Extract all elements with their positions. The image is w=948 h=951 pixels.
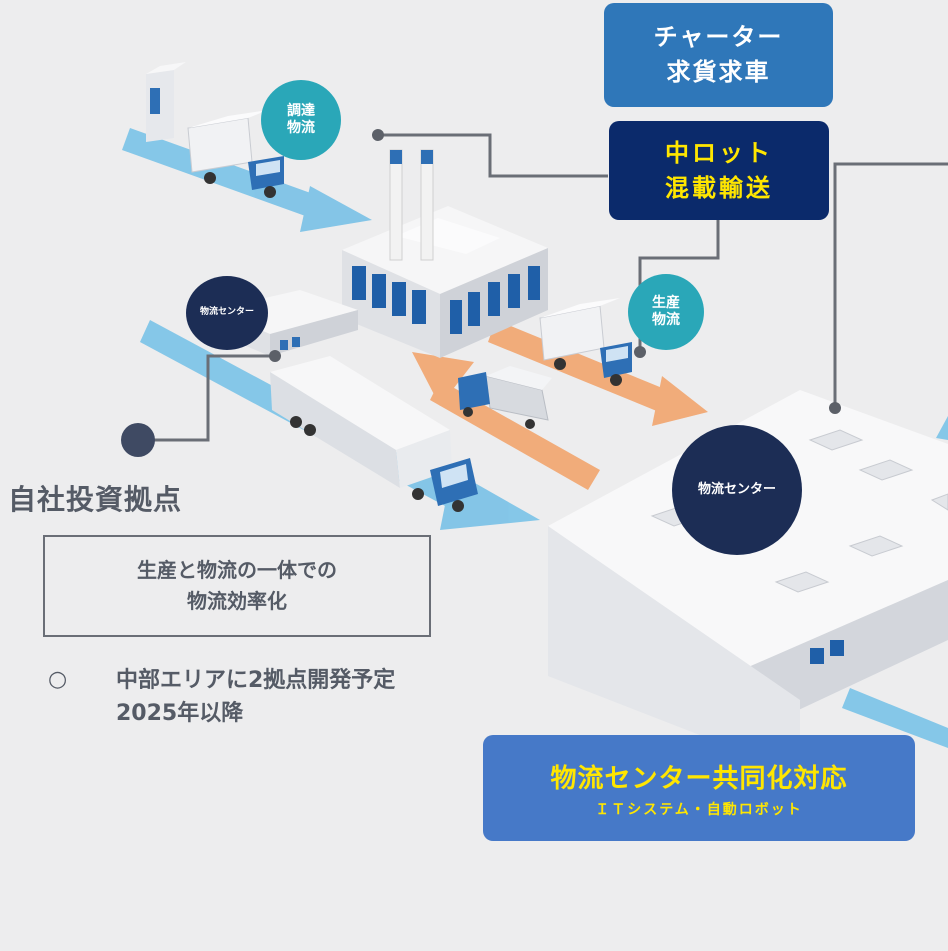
small-center-label: 物流センター: [199, 307, 254, 318]
bullet-line1: 中部エリアに2拠点開発予定: [116, 668, 396, 693]
charter-line2: 求貨求車: [666, 58, 771, 86]
truck-production: [539, 298, 632, 386]
bullet-mark: ○: [48, 667, 68, 692]
own-investment-box-line2: 物流効率化: [187, 589, 287, 613]
mixed-line2: 混載輸送: [665, 173, 773, 202]
own-investment-box-line1: 生産と物流の一体での: [137, 558, 337, 582]
truck-middle: [458, 366, 552, 429]
large-center-label: 物流センター: [697, 481, 776, 497]
procurement-label-line2: 物流: [287, 120, 315, 136]
outbound-flow-arrow: [842, 688, 948, 748]
semi-trailer-truck: [270, 356, 478, 512]
connector-own-investment: [138, 354, 275, 442]
production-logistics-badge: 生産 物流: [628, 274, 704, 350]
production-label-line1: 生産: [652, 294, 680, 311]
procurement-label-line1: 調達: [287, 102, 315, 119]
own-investment-title: 自社投資拠点: [8, 483, 183, 516]
charter-line1: チャーター: [653, 23, 784, 52]
procurement-logistics-badge: 調達 物流: [261, 80, 341, 160]
bullet-line2: 2025年以降: [116, 701, 244, 726]
own-investment-box: 生産と物流の一体での 物流効率化: [43, 535, 431, 637]
orange-arrow-to-center: [488, 320, 672, 414]
connector-factory-to-mixed-box: [378, 133, 608, 178]
connector-dots: [269, 129, 841, 414]
gate-building: [146, 62, 186, 142]
orange-arrowhead-up: [412, 352, 474, 406]
truck-procurement: [187, 110, 284, 198]
shared-center-box: 物流センター共同化対応 ＩＴシステム・自動ロボット: [483, 735, 915, 841]
small-center-badge: 物流センター: [186, 276, 268, 350]
shared-center-subtitle: ＩＴシステム・自動ロボット: [595, 801, 803, 818]
own-investment-marker: [121, 423, 155, 457]
large-center-badge: 物流センター: [672, 425, 802, 555]
orange-arrowhead-right: [652, 376, 708, 426]
mixed-load-box: 中ロット 混載輸送: [609, 121, 829, 220]
up-right-arrowhead: [936, 416, 948, 440]
production-label-line2: 物流: [652, 312, 680, 328]
procurement-arrowhead: [300, 186, 372, 232]
mixed-line1: 中ロット: [665, 138, 773, 167]
charter-box: チャーター 求貨求車: [604, 3, 833, 107]
procurement-flow-arrow: [122, 128, 330, 222]
factory-building: [342, 149, 548, 358]
bullet-text: 中部エリアに2拠点開発予定 2025年以降: [116, 664, 395, 730]
connector-center-to-right: [833, 162, 948, 408]
shared-center-title: 物流センター共同化対応: [550, 763, 848, 794]
